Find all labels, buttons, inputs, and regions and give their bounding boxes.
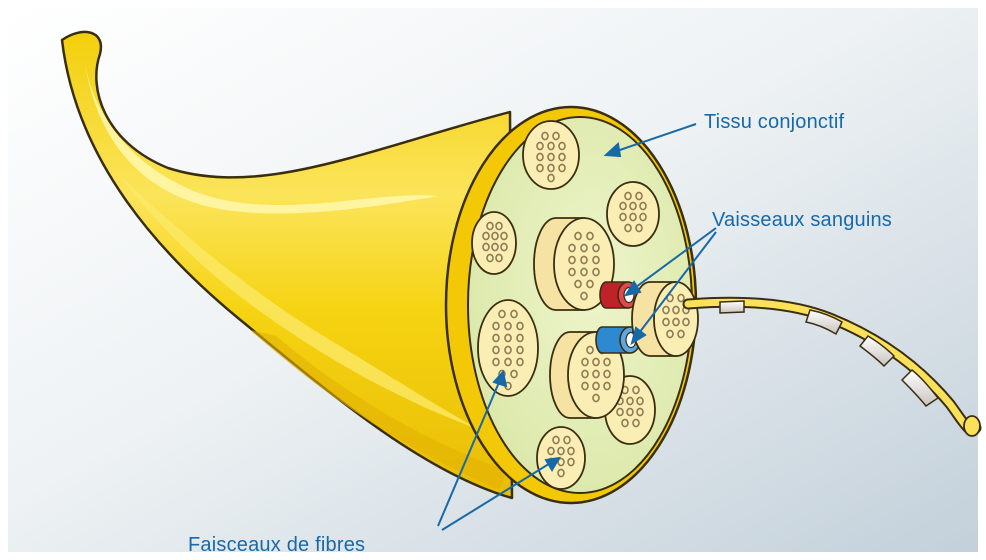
fiber-bundle (478, 300, 538, 396)
label-connective-tissue: Tissu conjonctif (704, 111, 845, 133)
exiting-fascicle (632, 282, 698, 356)
fiber-bundle (523, 121, 579, 189)
label-fiber-bundles: Faisceaux de fibres (188, 534, 365, 556)
label-blood-vessels: Vaisseaux sanguins (712, 209, 892, 231)
fiber-bundle (607, 182, 659, 246)
fiber-bundle (472, 212, 516, 274)
fiber-bundle (537, 427, 585, 489)
